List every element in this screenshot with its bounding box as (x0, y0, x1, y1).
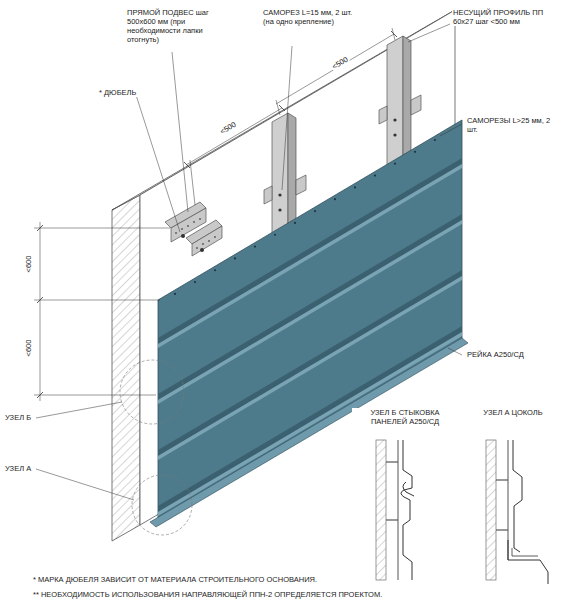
dimension-ticks (37, 31, 397, 398)
callout-label: НЕСУЩИЙ ПРОФИЛЬ ПП 60х27 шаг <500 мм (452, 8, 558, 26)
dowel (181, 234, 185, 238)
screw-dot (254, 245, 256, 247)
wall-section (112, 195, 140, 541)
detail-circle (132, 475, 192, 535)
rib-light (158, 164, 462, 348)
panel-ribs (158, 158, 462, 516)
callout-label: РЕЙКА A250/СД (466, 350, 548, 359)
screw-dot (354, 186, 356, 188)
joint-detail (376, 440, 414, 580)
screw-dot (334, 198, 336, 200)
plinth-detail (486, 440, 548, 584)
footnote: ** НЕОБХОДИМОСТЬ ИСПОЛЬЗОВАНИЯ НАПРАВЛЯЮ… (32, 590, 383, 599)
screw-dot (234, 257, 236, 259)
panel-screws (174, 139, 436, 295)
base-rail (150, 338, 468, 527)
callout-label: УЗЕЛ Б СТЫКОВКА ПАНЕЛЕЙ A250/СД (352, 408, 458, 426)
screw-dot (174, 293, 176, 295)
screw-dot (214, 269, 216, 271)
facade-panel (158, 120, 462, 525)
callout-label: ПРЯМОЙ ПОДВЕС шаг 500х600 мм (при необхо… (126, 8, 228, 44)
dimension-label: <600 (24, 255, 33, 274)
dimension-lines (34, 28, 395, 401)
rib-shadow (158, 326, 462, 512)
hanger-holes (175, 218, 216, 249)
screw-dot (294, 222, 296, 224)
footnote: * МАРКА ДЮБЕЛЯ ЗАВИСИТ ОТ МАТЕРИАЛА СТРО… (32, 575, 318, 584)
callout-label: САМОРЕЗ L=15 мм, 2 шт. (на одно креплени… (262, 8, 364, 26)
callout-label: УЗЕЛ Б (4, 413, 32, 422)
screw-dot (414, 151, 416, 153)
rib-light (158, 332, 462, 516)
dimension-label: <600 (24, 339, 33, 358)
callout-label: САМОРЕЗЫ L>25 мм, 2 шт. (466, 116, 558, 134)
screw-dot (314, 210, 316, 212)
screw-dot (394, 163, 396, 165)
callout-label: УЗЕЛ А (4, 464, 32, 473)
direct-hanger (165, 202, 222, 256)
rib-light (158, 220, 462, 404)
dimension-label: <500 (330, 54, 351, 71)
leader-lines (36, 24, 462, 500)
callout-label: УЗЕЛ А ЦОКОЛЬ (470, 408, 556, 417)
screw-dot (374, 174, 376, 176)
screw-dot (274, 234, 276, 236)
detail-circle (120, 360, 184, 424)
callout-label: * ДЮБЕЛЬ (98, 88, 137, 97)
screw-dot (194, 281, 196, 283)
dowel (200, 248, 204, 252)
screw-dot (434, 139, 436, 141)
dimension-label: <500 (218, 119, 239, 136)
